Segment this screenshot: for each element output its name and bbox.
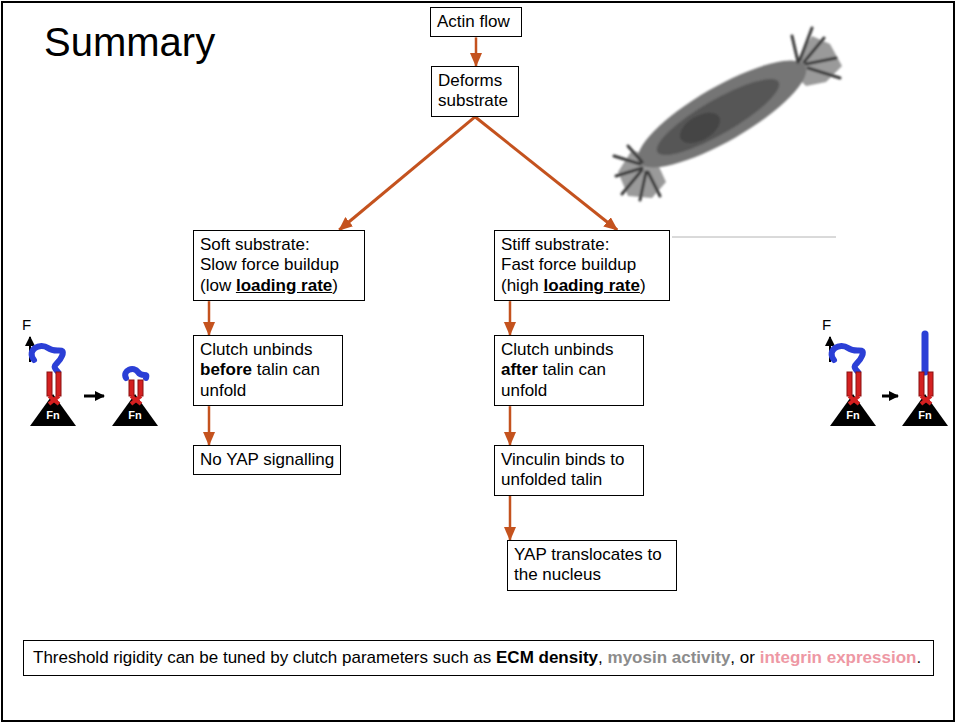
fibronectin-label: Fn: [41, 409, 65, 422]
talin-unfolded-illustration: [830, 334, 948, 426]
box-text: YAP translocates to the nucleus: [514, 545, 662, 584]
talin-folded-illustration: [30, 337, 158, 426]
box-text: No YAP signalling: [200, 450, 334, 469]
box-heading: Clutch unbinds: [501, 340, 637, 360]
force-label: F: [822, 316, 831, 334]
image-edge-line: [672, 237, 836, 238]
box-text: loading rate: [236, 276, 332, 295]
process-box: YAP translocates to the nucleus: [507, 540, 677, 591]
box-text: ECM density: [496, 648, 598, 667]
note-box: Threshold rigidity can be tuned by clutc…: [23, 640, 934, 676]
flow-arrow: [208, 406, 211, 445]
box-text: ): [332, 276, 338, 295]
box-text: Actin flow: [437, 12, 510, 31]
box-text: Deforms substrate: [438, 71, 508, 110]
flow-arrow: [339, 117, 475, 230]
force-label: F: [22, 316, 31, 334]
process-box: Deforms substrate: [431, 66, 519, 117]
process-box: No YAP signalling: [193, 445, 341, 475]
cell-micrograph: [614, 28, 842, 200]
box-text: Vinculin binds to unfolded talin: [501, 450, 625, 489]
box-heading: Clutch unbinds: [200, 340, 336, 360]
box-text: Threshold rigidity can be tuned by clutc…: [33, 648, 491, 667]
process-box: Soft substrate:Slow force buildup(low lo…: [193, 230, 365, 301]
process-box: Actin flow: [430, 7, 522, 37]
box-text: ): [640, 276, 646, 295]
box-heading: Stiff substrate:: [501, 235, 663, 255]
box-text: , or: [730, 648, 755, 667]
box-heading: Fast force buildup: [501, 255, 663, 275]
box-heading: Slow force buildup: [200, 255, 358, 275]
box-text: ,: [598, 648, 603, 667]
slide-title: Summary: [44, 18, 215, 66]
flow-arrow: [509, 301, 512, 335]
box-text: after: [501, 360, 538, 379]
process-box: Clutch unbindsafter talin can unfold: [494, 335, 644, 406]
box-text: before: [200, 360, 252, 379]
box-text: integrin expression: [760, 648, 917, 667]
fibronectin-label: Fn: [841, 409, 865, 422]
box-text: myosin activity: [608, 648, 731, 667]
process-box: Vinculin binds to unfolded talin: [494, 445, 644, 496]
box-text: (high: [501, 276, 539, 295]
flow-arrow: [208, 301, 211, 335]
box-text: loading rate: [544, 276, 640, 295]
fibronectin-label: Fn: [123, 409, 147, 422]
box-heading: Soft substrate:: [200, 235, 358, 255]
process-box: Clutch unbindsbefore talin can unfold: [193, 335, 343, 406]
box-text: (low: [200, 276, 231, 295]
flow-arrow: [509, 406, 512, 445]
box-text: .: [916, 648, 921, 667]
flow-arrow: [475, 117, 617, 230]
process-box: Stiff substrate:Fast force buildup(high …: [494, 230, 670, 301]
flow-arrow: [475, 37, 478, 66]
flow-arrow: [509, 496, 512, 540]
fibronectin-label: Fn: [913, 409, 937, 422]
